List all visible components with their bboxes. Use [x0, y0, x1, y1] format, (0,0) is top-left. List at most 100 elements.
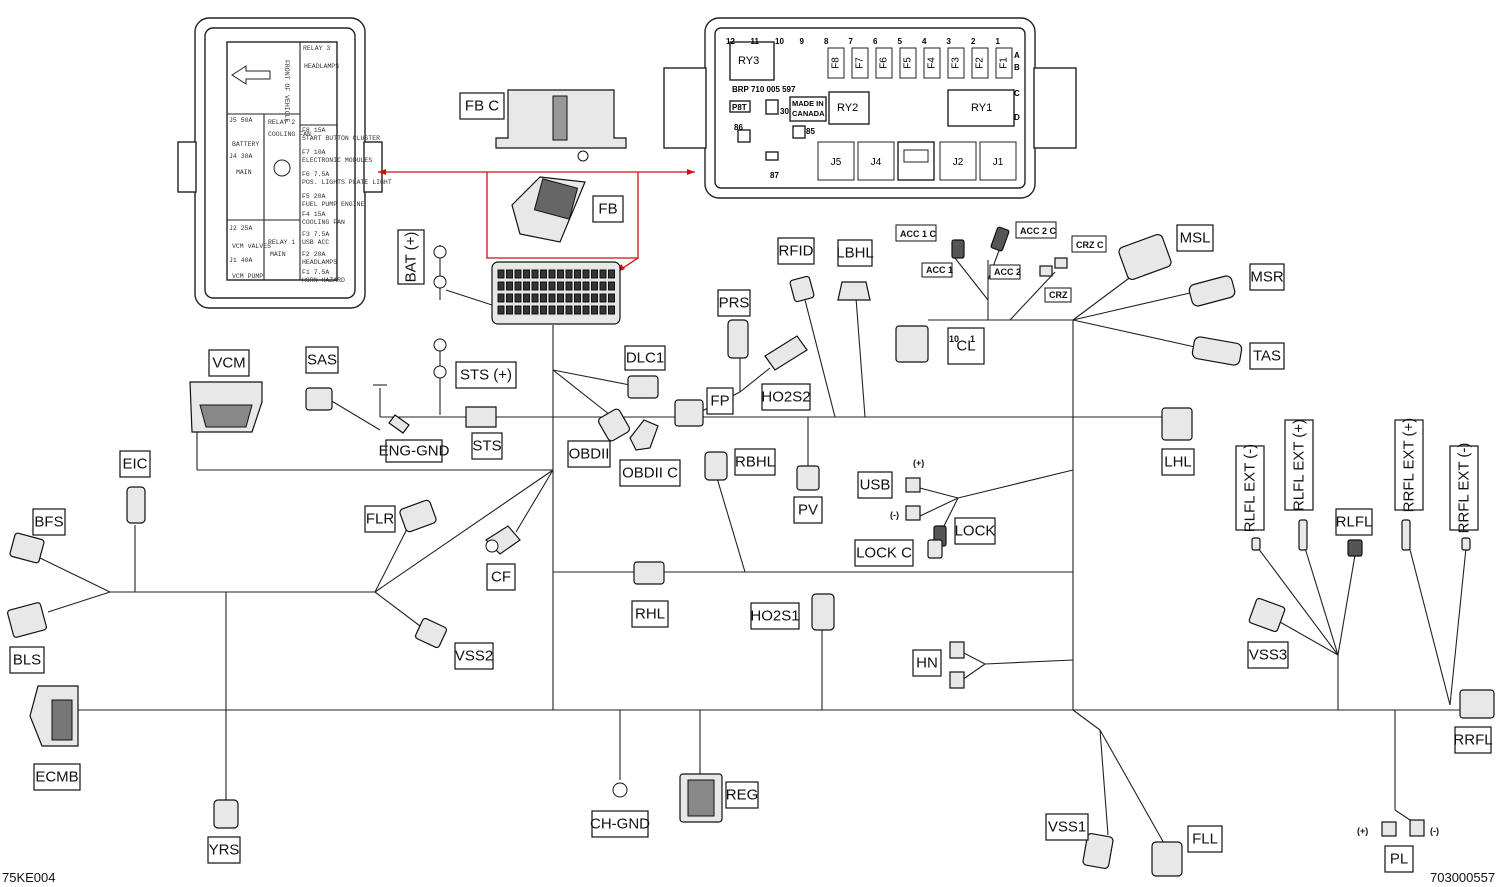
sas-label: SAS	[305, 346, 339, 374]
fbc-label: FB C	[459, 92, 505, 120]
pv-label-text: PV	[798, 502, 818, 519]
sts-plus-label-text: STS (+)	[460, 367, 512, 384]
jack-label: J1	[993, 157, 1004, 168]
msr-label: MSR	[1249, 263, 1285, 291]
red-pointers	[378, 169, 695, 272]
module-pin	[565, 293, 573, 303]
acc2c-label: ACC 2 C	[1015, 221, 1057, 239]
h02s2-label-text: HO2S2	[761, 389, 810, 406]
h02s1-label: HO2S1	[750, 602, 800, 630]
relay2-label: RELAY 2	[268, 119, 295, 126]
cl-pins-a-text: 10	[949, 334, 959, 344]
cf-label-text: CF	[491, 569, 511, 586]
fuse-slot	[947, 47, 965, 79]
obdii-c-label: OBDII C	[619, 459, 681, 487]
module-pin	[506, 293, 513, 303]
row-c: C	[1014, 89, 1020, 98]
hn-label: HN	[912, 649, 942, 677]
rrfl-ext-pos-label-text: RRFL EXT (+)	[1401, 418, 1418, 513]
ch-gnd-label-text: CH-GND	[590, 816, 650, 833]
fuse-label: F4	[927, 57, 938, 69]
fuse-pin-number: 7	[849, 37, 854, 46]
cf-label: CF	[486, 563, 516, 591]
fuse-slot	[851, 47, 869, 79]
rrfl-ext-neg-label: RRFL EXT (-)	[1449, 443, 1479, 533]
rlfl-label: RLFL	[1335, 508, 1373, 536]
module-pin	[591, 305, 598, 315]
rlfl-ext-pos-label-text: RLFL EXT (+)	[1291, 419, 1308, 511]
jack-slot	[979, 141, 1017, 181]
fuse-pin-number: 10	[775, 37, 784, 46]
fuse-pin-number: 4	[922, 37, 927, 46]
fp-label: FP	[706, 387, 734, 415]
fbc-label-text: FB C	[465, 98, 499, 115]
relay3-desc: HEADLAMPS	[304, 63, 339, 70]
eic-label: EIC	[119, 450, 151, 478]
module-pin	[548, 305, 556, 315]
fll-label-text: FLL	[1192, 831, 1218, 848]
module-pin	[514, 269, 522, 279]
vcm-label-text: VCM	[212, 355, 245, 372]
acc2-text: ACC 2	[994, 267, 1021, 277]
acc2-label: ACC 2	[989, 264, 1021, 280]
acc1c-text: ACC 1 C	[900, 229, 937, 239]
jack-slot	[857, 141, 895, 181]
rrfl-label-text: RRFL	[1453, 732, 1492, 749]
fuse-pin-number: 8	[824, 37, 829, 46]
fll-label: FLL	[1187, 825, 1223, 853]
module-pin	[582, 293, 590, 303]
sts-label-text: STS	[472, 438, 501, 455]
cl-pins-b-text: 1	[970, 334, 975, 344]
fuse-label: F1	[999, 57, 1010, 69]
rlfl-ext-neg-label-text: RLFL EXT (-)	[1242, 444, 1259, 532]
fuse-slot	[971, 47, 989, 79]
prs-label-text: PRS	[719, 295, 750, 312]
usb-pos-text: (+)	[913, 458, 924, 468]
acc1-label: ACC 1	[921, 262, 953, 278]
drawing-ref-right: 703000557	[1430, 870, 1496, 885]
reg-label-text: REG	[726, 787, 759, 804]
h02s2-label: HO2S2	[761, 383, 811, 411]
bls-label-text: BLS	[13, 652, 41, 669]
eng-gnd-label: ENG-GND	[379, 439, 450, 463]
relay-pin-87: 87	[770, 171, 779, 180]
rlfl-ext-neg-label: RLFL EXT (-)	[1235, 444, 1265, 532]
f2-desc: HEADLAMPS	[302, 259, 337, 266]
fuse-label: F7	[855, 57, 866, 69]
dlc1-label-text: DLC1	[626, 350, 664, 367]
cooling-fan-label: COOLING FAN	[268, 131, 311, 138]
module-pin	[497, 293, 505, 303]
pl-pos-label: (+)	[1357, 826, 1368, 836]
relay1-label: RELAY 1	[268, 239, 295, 246]
row-b: B	[1014, 63, 1020, 72]
f2-label: F2 20A	[302, 251, 326, 258]
f6-label: F6 7.5A	[302, 171, 329, 178]
module-pin	[582, 281, 590, 291]
f3-desc: USB ACC	[302, 239, 329, 246]
vss2-label-text: VSS2	[455, 648, 493, 665]
module-pin	[582, 269, 590, 279]
battery-label: BATTERY	[232, 141, 259, 148]
rbhl-label-text: RBHL	[735, 454, 775, 471]
obdii-label: OBDII	[567, 440, 611, 468]
vcm-pump-label: VCM PUMP	[232, 273, 263, 280]
cl-label-text: CL	[956, 338, 975, 355]
module-pin	[540, 293, 547, 303]
lhl-label-text: LHL	[1164, 454, 1192, 471]
obdii-label-text: OBDII	[569, 446, 610, 463]
dlc1-label: DLC1	[624, 345, 666, 371]
module-pin	[540, 305, 547, 315]
relay-pin-86: 86	[734, 123, 743, 132]
crz-text: CRZ	[1049, 290, 1068, 300]
j5-label: J5 50A	[229, 117, 253, 124]
module-pin	[574, 293, 581, 303]
obdii-c-label-text: OBDII C	[622, 465, 678, 482]
module-pin	[497, 269, 505, 279]
ry3-label: RY3	[738, 55, 759, 67]
vss3-label-text: VSS3	[1249, 647, 1287, 664]
module-pin	[557, 269, 564, 279]
module-pin	[608, 305, 615, 315]
module-pin	[574, 269, 581, 279]
eic-label-text: EIC	[122, 456, 147, 473]
module-pin	[497, 305, 505, 315]
